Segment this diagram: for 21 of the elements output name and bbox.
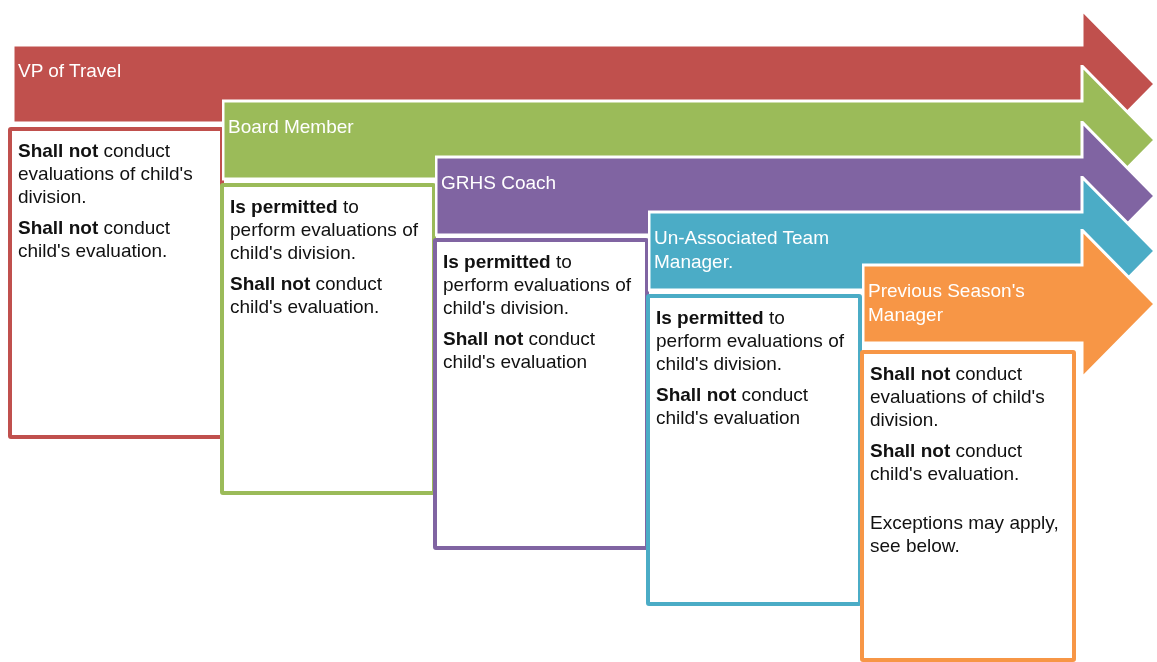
info-box xyxy=(8,127,224,439)
info-box xyxy=(860,350,1076,662)
arrow-label: GRHS Coach xyxy=(441,171,558,195)
rule-text: Is permitted to perform evaluations of child's division. xyxy=(443,250,632,319)
info-box xyxy=(646,294,862,606)
arrow-label: VP of Travel xyxy=(18,59,123,83)
arrow-label: Board Member xyxy=(228,115,355,139)
rule-text: Shall not conduct child's evaluation. xyxy=(870,439,1024,485)
rule-text: Shall not conduct child's evaluation xyxy=(656,383,810,429)
rule-text: Is permitted to perform evaluations of child's division. xyxy=(656,306,845,375)
rule-text: Shall not conduct child's evaluation. xyxy=(230,272,384,318)
info-box xyxy=(433,238,649,550)
rule-text: Shall not conduct evaluations of child's division. xyxy=(18,139,194,208)
arrow-label: Un-Associated Team Manager. xyxy=(654,226,830,274)
rule-text: Shall not conduct evaluations of child's division. xyxy=(870,362,1046,431)
rule-text: Shall not conduct child's evaluation xyxy=(443,327,597,373)
rule-text: Is permitted to perform evaluations of child's division. xyxy=(230,195,419,264)
arrow-label: Previous Season's Manager xyxy=(868,279,1026,327)
rule-text: Exceptions may apply, see below. xyxy=(870,511,1060,557)
info-box xyxy=(220,183,436,495)
rule-text: Shall not conduct child's evaluation. xyxy=(18,216,172,262)
